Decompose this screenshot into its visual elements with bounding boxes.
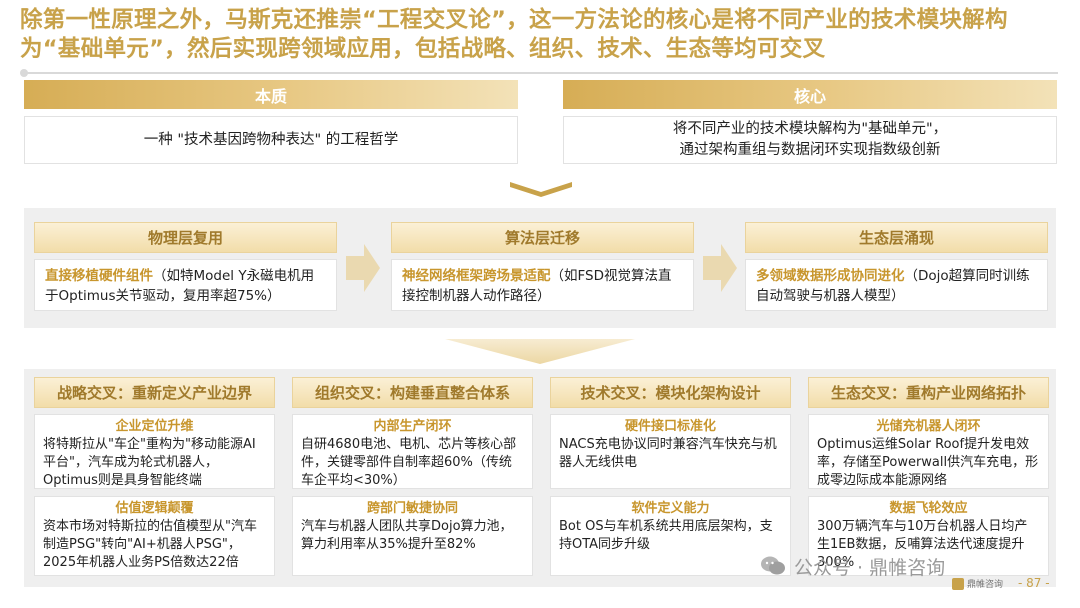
column-header-strategy: 战略交叉：重新定义产业边界 — [34, 377, 275, 408]
layer-highlight-ecosystem: 多领域数据形成协同进化 — [756, 268, 905, 284]
title-rule — [22, 72, 1058, 74]
card-title: 内部生产闭环 — [373, 419, 452, 434]
brand-logo-icon — [952, 577, 964, 590]
wechat-watermark: 公众号 · 鼎帷咨询 — [760, 551, 945, 581]
page-title: 除第一性原理之外，马斯克还推崇“工程交叉论”，这一方法论的核心是将不同产业的技术… — [20, 7, 1008, 62]
layer-highlight-physical: 直接移植硬件组件 — [45, 268, 153, 284]
column-header-ecosystem: 生态交叉：重构产业网络拓扑 — [808, 377, 1049, 408]
column-header-organization: 组织交叉：构建垂直整合体系 — [292, 377, 533, 408]
card-text: 自研4680电池、电机、芯片等核心部件，关键零部件自制率超60%（传统车企平均<… — [301, 437, 517, 488]
layer-header-ecosystem: 生态层涌现 — [745, 222, 1048, 253]
card-text: 300万辆汽车与10万台机器人日均产生1EB数据，反哺算法迭代速度提升300% — [817, 519, 1028, 570]
core-line-1: 将不同产业的技术模块解构为"基础单元"， — [672, 121, 948, 137]
essence-box: 一种 "技术基因跨物种表达" 的工程哲学 — [24, 116, 518, 164]
card-strategy-1: 企业定位升维 将特斯拉从"车企"重构为"移动能源AI平台"，汽车成为轮式机器人，… — [34, 414, 275, 489]
layer-text-algorithm: （如FSD视觉算法直接控制机器人动作路径） — [402, 268, 672, 304]
card-text: Bot OS与车机系统共用底层架构，支持OTA同步升级 — [559, 519, 773, 552]
card-text: NACS充电协议同时兼容汽车快充与机器人无线供电 — [559, 437, 777, 470]
arrow-right-icon — [703, 244, 737, 292]
essence-text: 一种 "技术基因跨物种表达" 的工程哲学 — [143, 131, 399, 148]
card-ecosystem-1: 光储充机器人闭环 Optimus运维Solar Roof提升发电效率，存储至Po… — [808, 414, 1049, 489]
layer-highlight-algorithm: 神经网络框架跨场景适配 — [402, 268, 551, 284]
watermark-text: 公众号 · 鼎帷咨询 — [794, 556, 946, 579]
chevron-down-icon — [510, 182, 572, 197]
core-box: 将不同产业的技术模块解构为"基础单元"， 通过架构重组与数据闭环实现指数级创新 — [563, 116, 1057, 164]
card-title: 跨部门敏捷协同 — [366, 501, 458, 516]
card-strategy-2: 估值逻辑颠覆 资本市场对特斯拉的估值模型从"汽车制造PSG"转向"AI+机器人P… — [34, 496, 275, 576]
layer-header-algorithm: 算法层迁移 — [391, 222, 694, 253]
arrow-right-icon — [346, 244, 380, 292]
card-organization-1: 内部生产闭环 自研4680电池、电机、芯片等核心部件，关键零部件自制率超60%（… — [292, 414, 533, 489]
layer-text-ecosystem: （Dojo超算同时训练自动驾驶与机器人模型） — [756, 268, 1030, 304]
essence-header: 本质 — [24, 80, 518, 109]
column-header-technology: 技术交叉：模块化架构设计 — [550, 377, 791, 408]
card-text: 资本市场对特斯拉的估值模型从"汽车制造PSG"转向"AI+机器人PSG"，202… — [43, 519, 257, 570]
card-title: 企业定位升维 — [115, 419, 194, 434]
page-number: - 87 - — [1018, 576, 1050, 590]
card-text: 汽车与机器人团队共享Dojo算力池，算力利用率从35%提升至82% — [301, 519, 513, 552]
layer-header-physical: 物理层复用 — [34, 222, 337, 253]
card-ecosystem-2: 数据飞轮效应 300万辆汽车与10万台机器人日均产生1EB数据，反哺算法迭代速度… — [808, 496, 1049, 576]
core-line-2: 通过架构重组与数据闭环实现指数级创新 — [679, 142, 941, 158]
card-text: 将特斯拉从"车企"重构为"移动能源AI平台"，汽车成为轮式机器人，Optimus… — [43, 437, 256, 488]
card-title: 光储充机器人闭环 — [876, 419, 981, 434]
layer-box-algorithm: 神经网络框架跨场景适配（如FSD视觉算法直接控制机器人动作路径） — [391, 259, 694, 311]
wechat-icon — [761, 556, 785, 575]
brand-name: 鼎帷咨询 — [967, 580, 1004, 590]
card-text: Optimus运维Solar Roof提升发电效率，存储至Powerwall供汽… — [817, 437, 1039, 488]
layer-text-physical: （如特Model Y永磁电机用于Optimus关节驱动，复用率超75%） — [45, 268, 315, 304]
card-title: 软件定义能力 — [631, 501, 710, 516]
card-title: 数据飞轮效应 — [889, 501, 968, 516]
layer-box-ecosystem: 多领域数据形成协同进化（Dojo超算同时训练自动驾驶与机器人模型） — [745, 259, 1048, 311]
card-technology-2: 软件定义能力 Bot OS与车机系统共用底层架构，支持OTA同步升级 — [550, 496, 791, 576]
card-title: 硬件接口标准化 — [624, 419, 716, 434]
layer-box-physical: 直接移植硬件组件（如特Model Y永磁电机用于Optimus关节驱动，复用率超… — [34, 259, 337, 311]
core-header: 核心 — [563, 80, 1057, 109]
card-title: 估值逻辑颠覆 — [115, 501, 194, 516]
brand-mark: 鼎帷咨询 — [952, 577, 1003, 590]
card-organization-2: 跨部门敏捷协同 汽车与机器人团队共享Dojo算力池，算力利用率从35%提升至82… — [292, 496, 533, 576]
arrow-down-icon — [445, 339, 635, 364]
card-technology-1: 硬件接口标准化 NACS充电协议同时兼容汽车快充与机器人无线供电 — [550, 414, 791, 489]
